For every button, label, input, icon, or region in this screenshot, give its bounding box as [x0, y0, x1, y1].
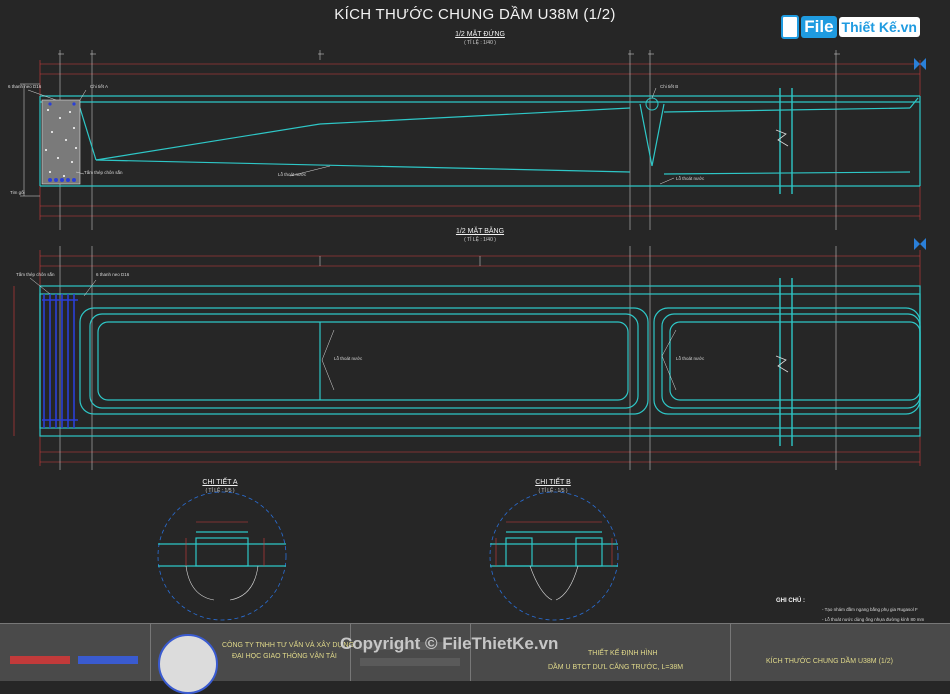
elevation-leaders	[27, 87, 675, 185]
notes-title: GHI CHÚ :	[776, 598, 805, 604]
plan-extension-lines	[59, 246, 837, 470]
elevation-arrow-icon	[914, 58, 920, 70]
plan-note-drain: Lỗ thoát nước	[334, 356, 363, 361]
detail-b-view	[489, 491, 619, 621]
plan-break-symbol	[779, 278, 793, 446]
company-name-line-1: CÔNG TY TNHH TƯ VẤN VÀ XÂY DỰNG	[222, 642, 354, 649]
detail-b-plates	[490, 531, 618, 567]
notes-item-1: - Tạo nhám đầm ngang bằng phụ gia Rugaso…	[822, 607, 918, 612]
plan-dimension-lines	[13, 250, 921, 466]
detail-a-dimensions	[185, 521, 265, 566]
cad-drawing	[13, 50, 926, 621]
title-block-company-cell: CÔNG TY TNHH TƯ VẤN VÀ XÂY DỰNG ĐẠI HỌC …	[150, 624, 354, 694]
elevation-title: 1/2 MẶT ĐỨNG	[455, 31, 505, 38]
signature-row-2	[360, 658, 460, 666]
elevation-note-plate: Tấm thép chôn sẵn	[84, 170, 123, 175]
title-block-logo-cell	[0, 624, 151, 681]
elevation-note-drain-2: Lỗ thoát nước	[676, 176, 705, 181]
plan-note-anchor: 6 thanh neo D16	[96, 272, 130, 277]
plan-break-zigzag	[775, 355, 789, 373]
elevation-note-drain: Lỗ thoát nước	[278, 172, 307, 177]
logo-rest-text: Thiết Kế.vn	[838, 17, 920, 37]
notes-item-2: - Lỗ thoát nước dùng ống nhựa đường kính…	[822, 617, 925, 622]
elevation-view	[20, 50, 926, 230]
logo-icon	[781, 15, 800, 39]
design-line-2: DẦM U BTCT DƯL CĂNG TRƯỚC, L=38M	[548, 664, 684, 671]
elevation-break-symbol	[779, 88, 793, 194]
detail-b-dimensions	[495, 521, 613, 566]
elevation-extension-lines	[20, 50, 837, 230]
signature-row-1	[360, 642, 460, 650]
elevation-arrow-icon-2	[920, 58, 926, 70]
design-line-1: THIẾT KẾ ĐỊNH HÌNH	[588, 650, 658, 657]
company-blue-banner-icon	[78, 656, 138, 664]
copyright-watermark: Copyright © FileThietKe.vn	[340, 634, 559, 653]
elevation-note-detail-a: Chi tiết A	[90, 84, 109, 89]
plan-note-drain-2: Lỗ thoát nước	[676, 356, 705, 361]
plan-scale: ( TỈ LỆ : 1/40 )	[464, 237, 496, 243]
plan-note-plate: Tấm thép chôn sẵn	[16, 272, 55, 277]
plan-arrow-icon	[914, 238, 920, 250]
detail-a-arcs	[185, 565, 259, 601]
elevation-end-block	[41, 99, 81, 185]
plan-view	[13, 238, 926, 470]
drawing-name: KÍCH THƯỚC CHUNG DẦM U38M (1/2)	[766, 658, 893, 665]
filethietke-logo[interactable]: File Thiết Kế.vn	[781, 12, 920, 42]
detail-b-circle	[489, 491, 619, 621]
plan-outer-outline	[39, 285, 921, 437]
detail-a-circle	[157, 491, 287, 621]
title-block-signature-cell	[350, 624, 471, 681]
detail-b-title: CHI TIẾT B	[535, 479, 571, 486]
logo-file-text: File	[801, 16, 837, 38]
elevation-break-zigzag	[775, 129, 789, 147]
plan-arrow-icon-2	[920, 238, 926, 250]
title-block-design-cell: THIẾT KẾ ĐỊNH HÌNH DẦM U BTCT DƯL CĂNG T…	[470, 624, 731, 681]
detail-a-title: CHI TIẾT A	[202, 479, 238, 486]
detail-a-view	[157, 491, 287, 621]
elevation-detail-b-marker	[645, 97, 659, 111]
company-name-line-2: ĐẠI HỌC GIAO THÔNG VẬN TẢI	[232, 653, 337, 660]
elevation-scale: ( TỈ LỆ : 1/40 )	[464, 40, 496, 46]
company-red-banner-icon	[10, 656, 70, 664]
elevation-concrete-hatch	[45, 109, 77, 177]
university-seal-icon	[158, 634, 218, 694]
elevation-note-detail-b: Chi tiết B	[660, 84, 679, 89]
plan-rebar-lines	[42, 294, 78, 428]
detail-a-scale: ( TỈ LỆ : 1/5 )	[205, 488, 235, 494]
elevation-dimension-lines	[39, 60, 921, 220]
title-block: CÔNG TY TNHH TƯ VẤN VÀ XÂY DỰNG ĐẠI HỌC …	[0, 623, 950, 694]
plan-leaders	[29, 277, 677, 391]
detail-b-scale: ( TỈ LỆ : 1/5 )	[538, 488, 568, 494]
plan-title: 1/2 MẶT BẰNG	[455, 228, 505, 235]
title-block-drawing-cell: KÍCH THƯỚC CHUNG DẦM U38M (1/2)	[730, 624, 949, 681]
drawing-title: KÍCH THƯỚC CHUNG DẦM U38M (1/2)	[334, 6, 616, 23]
detail-b-arcs	[529, 565, 579, 601]
detail-a-plates	[158, 531, 286, 567]
elevation-note-anchor: 6 thanh neo D16	[8, 84, 42, 89]
elevation-beam-outline	[39, 95, 921, 187]
elevation-note-bearing: Tim gối	[10, 190, 25, 195]
elevation-rebar-dots	[48, 102, 76, 182]
